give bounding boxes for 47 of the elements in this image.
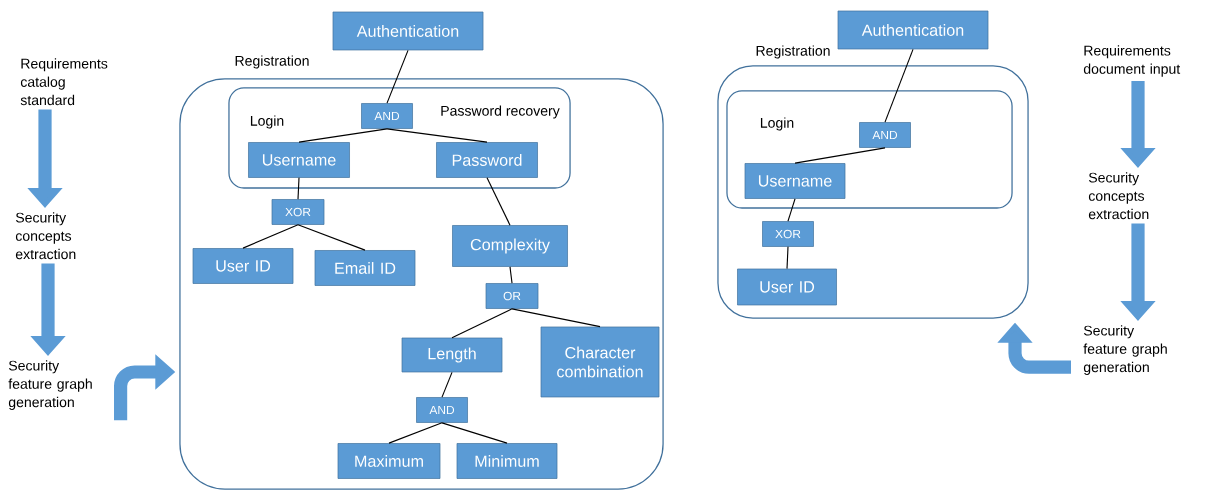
feature-box: Complexity: [452, 225, 568, 267]
connector-line: [787, 198, 796, 222]
group-heading: Login: [250, 115, 284, 129]
step-text: Security feature graph generation: [1083, 325, 1167, 375]
step-text: Security concepts extraction: [15, 212, 76, 260]
connector-line: [794, 147, 886, 164]
feature-box: User ID: [737, 268, 837, 306]
group-heading: Password recovery: [441, 105, 560, 119]
gate-box: OR: [485, 283, 539, 309]
connector-line: [388, 422, 443, 444]
feature-box: Authentication: [332, 11, 484, 51]
connector-line: [298, 128, 388, 143]
feature-box: Email ID: [314, 250, 416, 286]
connector-line: [441, 371, 453, 398]
group-heading: Login: [760, 117, 794, 131]
feature-box: Username: [744, 163, 846, 199]
gate-box: AND: [859, 122, 911, 148]
group-heading: Registration: [235, 55, 309, 69]
feature-box: Length: [401, 337, 503, 373]
gate-box: AND: [416, 397, 468, 423]
connector-line: [386, 128, 488, 143]
connector-line: [386, 49, 409, 104]
step-text: Security concepts extraction: [1088, 172, 1149, 220]
feature-box: Maximum: [337, 443, 441, 479]
connector-line: [441, 422, 508, 444]
feature-box: Password: [436, 142, 538, 178]
feature-box: Username: [248, 142, 350, 178]
feature-box: Minimum: [456, 443, 558, 479]
connector-line: [786, 246, 789, 270]
group-heading: Registration: [756, 45, 830, 59]
feature-box: Character combination: [540, 326, 660, 398]
connector-line: [242, 224, 299, 249]
connector-line: [297, 177, 300, 200]
step-text: Requirements catalog standard: [20, 58, 108, 106]
connector-line: [451, 308, 513, 339]
connector-line: [297, 224, 366, 251]
feature-box: Authentication: [837, 10, 989, 50]
connector-line: [511, 308, 601, 328]
step-text: Requirements document input: [1083, 45, 1181, 77]
gate-box: XOR: [762, 221, 814, 247]
gate-box: XOR: [271, 199, 325, 225]
connector-line: [486, 177, 511, 226]
connector-line: [884, 48, 914, 123]
step-text: Security feature graph generation: [8, 360, 92, 410]
feature-box: User ID: [192, 248, 294, 284]
connector-line: [509, 266, 513, 284]
gate-box: AND: [361, 103, 413, 129]
